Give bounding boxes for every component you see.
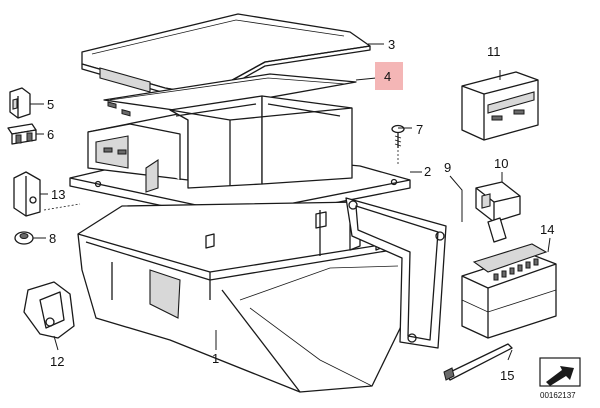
callout-4-highlight	[375, 62, 403, 90]
callout-12: 12	[50, 354, 64, 369]
part-15-cable-tie[interactable]	[443, 343, 513, 381]
part-6-fuse[interactable]	[7, 123, 37, 145]
callout-8: 8	[49, 231, 56, 246]
callout-15: 15	[500, 368, 514, 383]
callout-11: 11	[487, 44, 501, 59]
part-13-bracket[interactable]	[13, 171, 41, 217]
callout-3: 3	[388, 37, 395, 52]
part-12-holder[interactable]	[23, 281, 75, 339]
callout-2: 2	[424, 164, 431, 179]
callout-7: 7	[416, 122, 423, 137]
part-14-relay-block[interactable]	[461, 243, 557, 339]
part-3-cover[interactable]	[81, 13, 371, 117]
callout-10: 10	[494, 156, 508, 171]
callout-1: 1	[212, 351, 219, 366]
part-8-grommet[interactable]	[14, 231, 34, 245]
reference-number: 00162137	[540, 391, 576, 400]
callout-5: 5	[47, 97, 54, 112]
callout-9: 9	[444, 160, 451, 175]
part-1-housing[interactable]	[77, 201, 413, 393]
part-9-gasket[interactable]	[345, 197, 447, 349]
callout-4: 4	[384, 69, 391, 84]
part-10-connector-clip[interactable]	[475, 181, 521, 243]
callout-13: 13	[51, 187, 65, 202]
callout-14: 14	[540, 222, 554, 237]
part-5-clip[interactable]	[9, 87, 31, 119]
part-7-screw[interactable]	[391, 124, 405, 167]
part-4-seal-pad[interactable]	[103, 73, 357, 113]
arrow-logo-icon	[539, 357, 581, 387]
leader-lines	[30, 43, 551, 361]
part-11-small-cover[interactable]	[461, 71, 539, 141]
callout-6: 6	[47, 127, 54, 142]
